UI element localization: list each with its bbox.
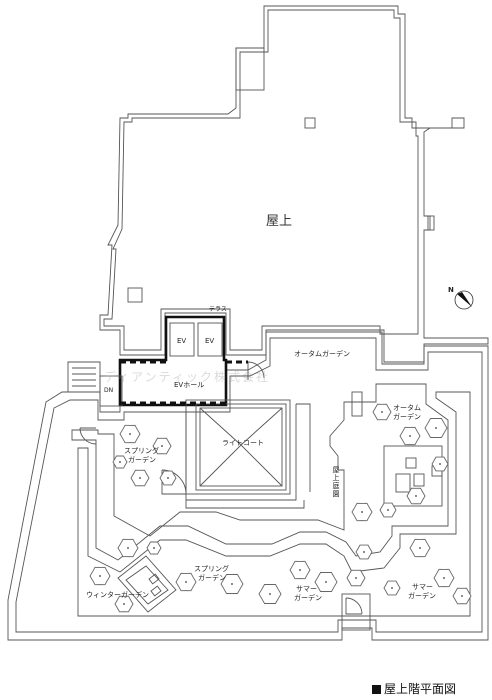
ev-core-thick [118,315,228,407]
entry-box [341,593,371,631]
tree-trunk-icon [269,593,271,595]
label-summer-garden-right-1: サマー [412,583,433,591]
caption-text: 屋上階平面図 [384,682,457,696]
tree-trunk-icon [409,435,411,437]
tree-trunk-icon [461,595,463,597]
garden-outline-inner [15,337,483,633]
light-court-step [174,403,311,509]
roof-vent-1 [304,117,316,129]
label-light-court: ライトコート [222,439,264,447]
rooftop-outline-inner [103,9,419,351]
tree-trunk-icon [381,411,383,413]
label-spring-garden-lower-2: ガーデン [198,574,226,582]
label-winter-garden: ウィンターガーデン [86,591,149,599]
light-court-top [195,403,287,491]
label-rooftop-garden: 屋上庭園 [332,466,340,498]
tree-trunk-icon [161,445,163,447]
tree-trunk-icon [167,477,169,479]
tree-trunk-icon [361,511,363,513]
light-court-inner [199,407,283,487]
tree-trunk-icon [443,577,445,579]
label-dn: DN [104,387,114,394]
label-north: N [448,286,454,294]
plan-caption: 屋上階平面図 [372,680,456,697]
tree-trunk-icon [185,581,187,583]
tree-trunk-icon [299,569,301,571]
rooftop-outline-outer [99,5,489,363]
tree-trunk-icon [355,577,357,579]
label-summer-garden-left-1: サマー [296,585,317,593]
label-ev-hall: EVホール [174,381,205,389]
label-spring-garden-lower-1: スプリング [194,565,229,573]
door-swing-1 [247,361,265,380]
label-autumn-garden-upper: オータムガーデン [294,350,350,358]
tree-trunk-icon [127,547,129,549]
tree-trunk-icon [435,427,437,429]
label-rooftop: 屋上 [266,214,293,229]
seating-3 [413,473,425,487]
label-autumn-garden-line2: ガーデン [393,413,421,421]
seating-1 [405,457,417,469]
roof-vent-2 [427,215,435,231]
label-summer-garden-right-2: ガーデン [408,592,436,600]
tree-trunk-icon [363,551,365,553]
label-spring-garden-upper-2: ガーデン [128,456,156,464]
tree-trunk-icon [391,587,393,589]
label-terrace: テラス [209,306,227,313]
label-ev-left: EV [177,337,187,345]
roof-vent-4 [235,47,265,91]
ev-shaft-right [197,322,223,357]
stair-dn-box [99,375,123,407]
door-swing-4 [79,427,97,445]
garden-planting-boundary [71,383,449,561]
label-spring-garden-upper-1: スプリング [124,447,159,455]
label-summer-garden-left-2: ガーデン [294,594,322,602]
winter-pavilion-seat-2 [150,585,162,597]
winter-pavilion [117,555,177,613]
tree-trunk-icon [99,575,101,577]
tree-trunk-icon [123,603,125,605]
door-swing-3 [345,597,363,615]
roof-vent-3 [127,287,143,303]
pond [351,391,363,417]
tree-trunk-icon [231,583,233,585]
label-autumn-garden-line1: オータム [393,404,421,412]
stair-left [67,361,101,393]
winter-pavilion-seat-1 [148,573,160,585]
tree-trunk-icon [129,433,131,435]
tree-trunk-icon [325,581,327,583]
tree-trunk-icon [439,463,441,465]
tree-trunk-icon [419,547,421,549]
ev-shaft-left [169,322,195,357]
light-court-roof-lines [199,407,283,487]
tree-trunk-icon [415,495,417,497]
north-arrow [454,290,474,310]
tree-trunk-icon [139,477,141,479]
tree-trunk-icon [119,461,121,463]
seating-2 [395,473,411,493]
caption-square-icon [372,685,381,694]
tree-trunk-icon [153,547,155,549]
tree-trunk-icon [387,509,389,511]
watermark: ディアンティック株式会社 [104,370,270,384]
label-ev-right: EV [205,337,215,345]
